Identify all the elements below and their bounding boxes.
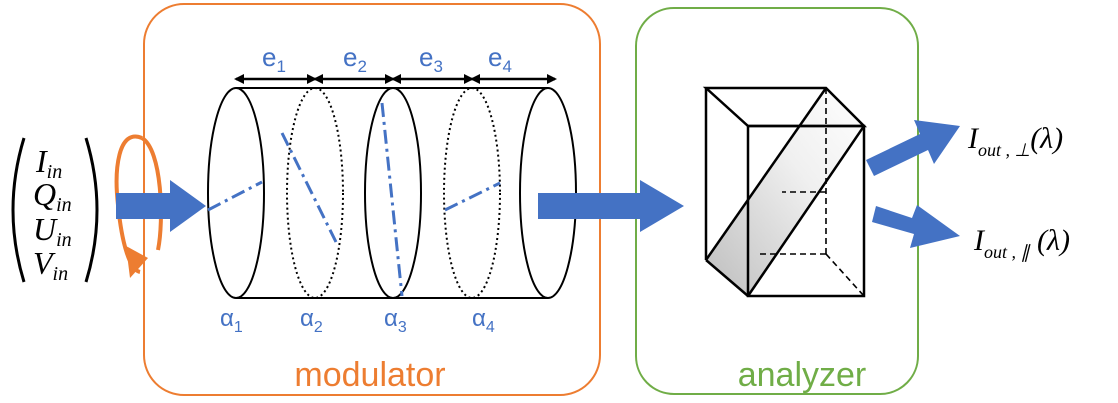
thickness-label-4: e xyxy=(488,42,502,72)
svg-text:α2: α2 xyxy=(300,305,323,336)
input-beam-arrow xyxy=(116,180,206,232)
left-paren xyxy=(11,137,26,283)
modulator-label: modulator xyxy=(294,356,445,394)
fast-axis-1 xyxy=(207,180,263,212)
thickness-label-1: e xyxy=(262,42,276,72)
right-paren xyxy=(84,137,99,283)
angle-label-1: α xyxy=(220,305,234,332)
angle-label-3: α xyxy=(384,305,398,332)
waveplate-stack xyxy=(207,87,577,299)
output-par-base: I xyxy=(973,224,986,257)
output-perp-tail: (λ) xyxy=(1030,122,1063,155)
stokes-v: V xyxy=(33,245,56,281)
stokes-v-sub: in xyxy=(53,263,69,285)
angle-label-2: α xyxy=(300,305,314,332)
stokes-u-sub: in xyxy=(56,229,72,251)
svg-text:Iin: Iin xyxy=(35,143,62,183)
svg-text:Qin: Qin xyxy=(33,176,72,216)
svg-text:α1: α1 xyxy=(220,305,243,336)
stokes-vector: Iin Qin Uin Vin xyxy=(11,137,99,285)
thickness-label-1-sub: 1 xyxy=(276,57,285,76)
svg-text:α3: α3 xyxy=(384,305,407,336)
plate-face-4 xyxy=(443,87,501,299)
angle-label-2-sub: 2 xyxy=(314,319,323,336)
plate-face-1 xyxy=(207,87,265,299)
svg-text:α4: α4 xyxy=(472,305,495,336)
svg-text:Iout , ∥ (λ): Iout , ∥ (λ) xyxy=(973,224,1070,262)
output-perp-base: I xyxy=(967,122,980,155)
thickness-label-4-sub: 4 xyxy=(502,57,511,76)
output-par-tail: (λ) xyxy=(1030,224,1070,257)
angle-label-1-sub: 1 xyxy=(234,319,243,336)
thickness-label-2: e xyxy=(343,42,357,72)
stokes-i: I xyxy=(35,143,48,179)
fast-axis-4 xyxy=(444,181,501,212)
beam-splitter-prism-icon xyxy=(702,86,868,298)
svg-text:e4: e4 xyxy=(488,42,512,76)
transmitted-beam-arrow xyxy=(538,180,684,232)
output-par-sub: out , ∥ xyxy=(984,242,1032,262)
svg-text:Vin: Vin xyxy=(33,245,68,285)
svg-text:e1: e1 xyxy=(262,42,286,76)
plate-face-3 xyxy=(364,87,422,299)
output-perp-arrow xyxy=(866,120,960,176)
svg-text:Iout , ⊥(λ): Iout , ⊥(λ) xyxy=(967,122,1063,160)
thickness-label-3-sub: 3 xyxy=(433,57,442,76)
angle-label-4: α xyxy=(472,305,486,332)
fast-axes xyxy=(207,102,501,297)
angle-label-3-sub: 3 xyxy=(398,319,407,336)
angle-label-4-sub: 4 xyxy=(486,319,495,336)
fast-axis-2 xyxy=(280,132,338,243)
plate-face-2 xyxy=(286,87,344,299)
output-perp-sub: out , ⊥ xyxy=(978,140,1030,160)
thickness-label-2-sub: 2 xyxy=(357,57,366,76)
output-parallel-arrow xyxy=(872,205,960,248)
stokes-q: Q xyxy=(33,176,56,212)
svg-text:e2: e2 xyxy=(343,42,367,76)
modulator-box xyxy=(143,3,601,396)
thickness-label-3: e xyxy=(419,42,433,72)
analyzer-label: analyzer xyxy=(738,356,867,394)
stokes-i-sub: in xyxy=(47,161,63,183)
fast-axis-3 xyxy=(380,102,404,297)
svg-text:e3: e3 xyxy=(419,42,443,76)
stokes-u: U xyxy=(33,211,58,247)
svg-text:Uin: Uin xyxy=(33,211,72,251)
stokes-q-sub: in xyxy=(56,194,72,216)
